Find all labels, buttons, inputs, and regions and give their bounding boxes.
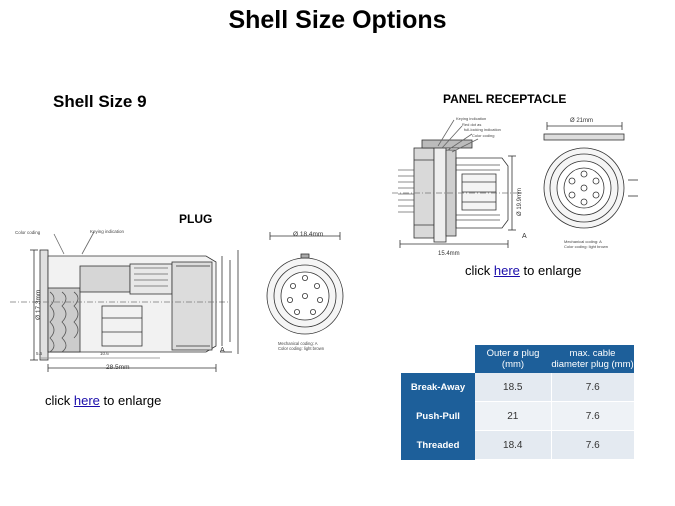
shell-spec-table: Outer ø plug (mm) max. cable diameter pl… xyxy=(401,345,634,460)
table-row: Threaded 18.4 7.6 xyxy=(401,430,634,460)
table-corner-cell xyxy=(401,345,475,373)
receptacle-locking-callout: full-locking indication xyxy=(464,127,501,132)
plug-dim-10-6: 10.6 xyxy=(100,351,109,356)
cell-cable: 7.6 xyxy=(550,373,634,402)
plug-label: PLUG xyxy=(179,212,213,226)
cell-cable: 7.6 xyxy=(550,430,634,460)
plug-keying-callout: Keying indication xyxy=(90,229,125,234)
row-type-threaded: Threaded xyxy=(401,430,475,460)
receptacle-red-dot-callout: Red dot as xyxy=(462,122,481,127)
plug-front-view xyxy=(266,232,344,335)
header-outer-diameter: Outer ø plug (mm) xyxy=(475,345,551,373)
plug-mech-coding: Mechanical coding: A xyxy=(278,341,318,346)
receptacle-enlarge-caption: click here to enlarge xyxy=(465,263,581,278)
receptacle-caption-suffix: to enlarge xyxy=(519,263,582,278)
plug-main-diameter: Ø 17.3mm xyxy=(35,290,42,320)
table-row: Push-Pull 21 7.6 xyxy=(401,401,634,431)
receptacle-caption-prefix: click xyxy=(465,263,494,278)
cell-outer: 21 xyxy=(475,401,551,431)
header-max-cable-diameter: max. cable diameter plug (mm) xyxy=(551,345,634,373)
plug-caption-suffix: to enlarge xyxy=(99,393,162,408)
receptacle-front-view xyxy=(543,122,638,229)
row-type-push-pull: Push-Pull xyxy=(401,401,475,431)
plug-enlarge-link[interactable]: here xyxy=(73,393,100,408)
plug-dim-5-6: 5.6 xyxy=(36,351,43,356)
receptacle-side-view xyxy=(392,119,522,248)
plug-side-view xyxy=(10,231,239,372)
plug-color-coding-bottom: Color coding: light brown xyxy=(278,346,325,351)
plug-front-diameter: Ø 18.4mm xyxy=(293,231,323,238)
table-row: Break-Away 18.5 7.6 xyxy=(401,373,634,402)
plug-drawing[interactable]: Color coding Keying indication Ø 17.3mm … xyxy=(10,226,350,374)
receptacle-label: PANEL RECEPTACLE xyxy=(443,92,567,106)
plug-length: 28.5mm xyxy=(106,364,129,371)
cell-cable: 7.6 xyxy=(550,401,634,431)
cell-outer: 18.5 xyxy=(475,373,551,402)
table-header-row: Outer ø plug (mm) max. cable diameter pl… xyxy=(401,345,634,373)
receptacle-length: 15.4mm xyxy=(438,251,460,257)
receptacle-body-diameter: Ø 19.9mm xyxy=(517,188,523,216)
cell-outer: 18.4 xyxy=(475,430,551,460)
plug-enlarge-caption: click here to enlarge xyxy=(45,393,161,408)
plug-section-label: A xyxy=(220,347,225,354)
receptacle-color-coding-callout: Color coding xyxy=(472,133,494,138)
shell-size-heading: Shell Size 9 xyxy=(53,92,147,111)
receptacle-color-coding-bottom: Color coding: light brown xyxy=(564,244,608,249)
receptacle-flange-diameter: Ø 21mm xyxy=(570,118,593,124)
receptacle-enlarge-link[interactable]: here xyxy=(493,263,520,278)
receptacle-drawing[interactable]: Keying indication Red dot as full-lockin… xyxy=(392,110,647,260)
receptacle-mech-coding: Mechanical coding: A xyxy=(564,239,602,244)
plug-color-coding-callout: Color coding xyxy=(15,230,41,235)
receptacle-section-label: A xyxy=(522,233,527,240)
row-type-break-away: Break-Away xyxy=(401,373,475,402)
page-title: Shell Size Options xyxy=(228,6,447,34)
plug-caption-prefix: click xyxy=(45,393,74,408)
receptacle-keying-callout: Keying indication xyxy=(456,116,486,121)
